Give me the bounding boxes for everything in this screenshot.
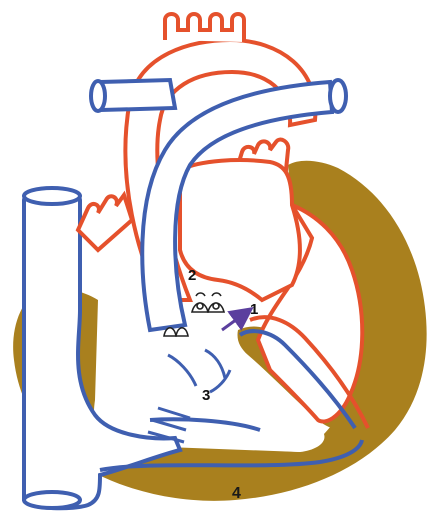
label-2: 2 [188,267,196,284]
inferior-vena-cava-opening [24,492,80,508]
blood-flow-arrow-icon [222,314,244,330]
superior-vena-cava-opening [24,188,80,204]
label-4: 4 [232,485,241,502]
label-1: 1 [250,301,258,318]
pulmonary-veins-left [78,195,132,250]
pulmonary-artery-left [100,80,175,110]
aortic-valve-icon [192,293,224,312]
label-3: 3 [202,387,210,404]
left-atrium [180,160,300,300]
pulmonary-artery-left-opening [91,81,105,111]
pulmonary-artery-right-opening [330,80,346,112]
aortic-branches [165,14,244,42]
